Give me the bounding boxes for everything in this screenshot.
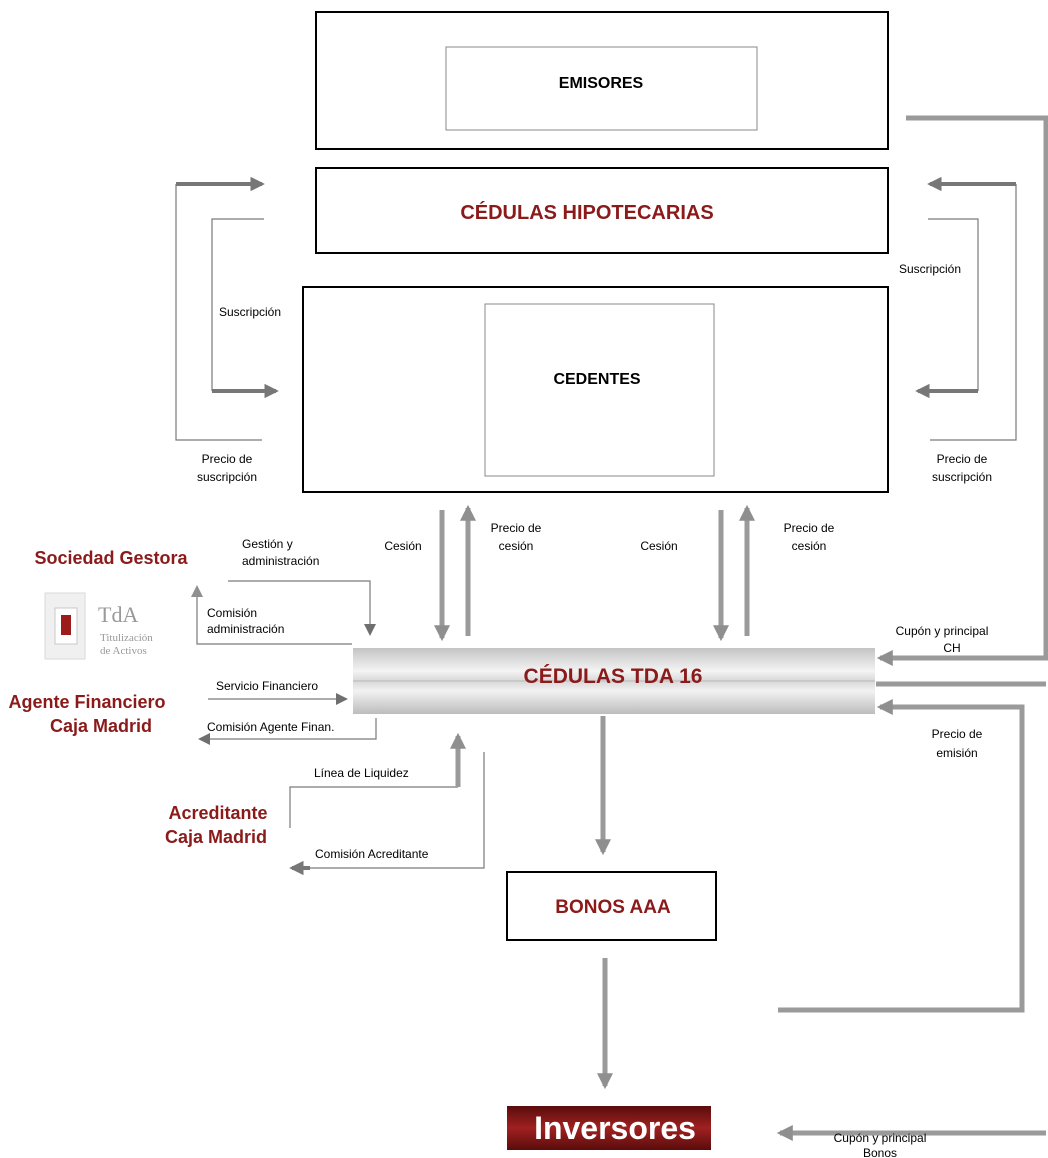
cedulas-hipotecarias-box: CÉDULAS HIPOTECARIAS: [315, 167, 889, 254]
precio-suscripcion-right-2: suscripción: [932, 470, 992, 484]
logo-line1: Titulización: [100, 632, 153, 644]
right-return-flows: Cupón y principal CH Precio de emisión: [778, 115, 1048, 1013]
cesion-label-2: Cesión: [640, 539, 677, 553]
precio-cesion-2b: cesión: [792, 539, 827, 553]
bonos-title: BONOS AAA: [555, 897, 671, 918]
emisores-title: EMISORES: [559, 75, 644, 92]
precio-suscripcion-right-1: Precio de: [937, 452, 988, 466]
cedulas-tda-16-box: CÉDULAS TDA 16: [353, 648, 875, 714]
left-subscription-flow: Suscripción Precio de suscripción: [175, 176, 281, 484]
comision-adm-label-2: administración: [207, 622, 284, 636]
comision-agente-label: Comisión Agente Finan.: [207, 720, 334, 734]
acreditante-flow: Acreditante Caja Madrid Línea de Liquide…: [165, 732, 485, 876]
logo-abbr: TdA: [98, 602, 138, 627]
cesion-label-1: Cesión: [384, 539, 421, 553]
precio-suscripcion-left-2: suscripción: [197, 470, 257, 484]
sociedad-gestora-flow: Sociedad Gestora TdA Titulización de Act…: [34, 537, 376, 660]
gestion-label-1: Gestión y: [242, 537, 293, 551]
tda-logo: TdA Titulización de Activos: [44, 592, 153, 660]
precio-cesion-1a: Precio de: [491, 521, 542, 535]
cupon-bonos-label-2: Bonos: [863, 1146, 897, 1158]
suscripcion-right-label: Suscripción: [899, 262, 961, 276]
cedentes-box: CEDENTES: [302, 286, 889, 493]
precio-suscripcion-left-1: Precio de: [202, 452, 253, 466]
right-subscription-flow: Suscripción Precio de suscripción: [899, 176, 1017, 484]
cupon-bonos-label-1: Cupón y principal: [834, 1131, 927, 1145]
cedentes-title: CEDENTES: [553, 371, 640, 388]
cesion-flows: Cesión Precio de cesión Cesión Precio de…: [384, 504, 835, 642]
acreditante-label-1: Acreditante: [168, 803, 267, 823]
servicio-financiero-label: Servicio Financiero: [216, 679, 318, 693]
cedulas-tda-title: CÉDULAS TDA 16: [524, 665, 703, 688]
cedulas-hipotecarias-title: CÉDULAS HIPOTECARIAS: [460, 201, 713, 224]
inversores-title: Inversores: [534, 1110, 696, 1146]
precio-emision-label-1: Precio de: [932, 727, 983, 741]
comision-acreditante-label: Comisión Acreditante: [315, 847, 429, 861]
precio-cesion-2a: Precio de: [784, 521, 835, 535]
acreditante-label-2: Caja Madrid: [165, 827, 267, 847]
linea-liquidez-label: Línea de Liquidez: [314, 766, 409, 780]
sociedad-gestora-label: Sociedad Gestora: [34, 548, 188, 568]
emisores-box: EMISORES: [315, 11, 889, 150]
agente-financiero-flow: Agente Financiero Caja Madrid Servicio F…: [8, 679, 377, 745]
comision-adm-label-1: Comisión: [207, 606, 257, 620]
agente-label-2: Caja Madrid: [50, 716, 152, 736]
suscripcion-left-label: Suscripción: [219, 305, 281, 319]
precio-cesion-1b: cesión: [499, 539, 534, 553]
cupon-bonos-flow: Cupón y principal Bonos: [776, 1124, 1046, 1158]
cupon-ch-label-1: Cupón y principal: [896, 624, 989, 638]
agente-label-1: Agente Financiero: [8, 692, 165, 712]
inversores-box: Inversores: [507, 1106, 711, 1150]
cupon-ch-label-2: CH: [943, 641, 960, 655]
gestion-label-2: administración: [242, 554, 319, 568]
bonos-aaa-box: BONOS AAA: [506, 871, 717, 941]
logo-line2: de Activos: [100, 645, 147, 657]
precio-emision-label-2: emisión: [936, 746, 977, 760]
